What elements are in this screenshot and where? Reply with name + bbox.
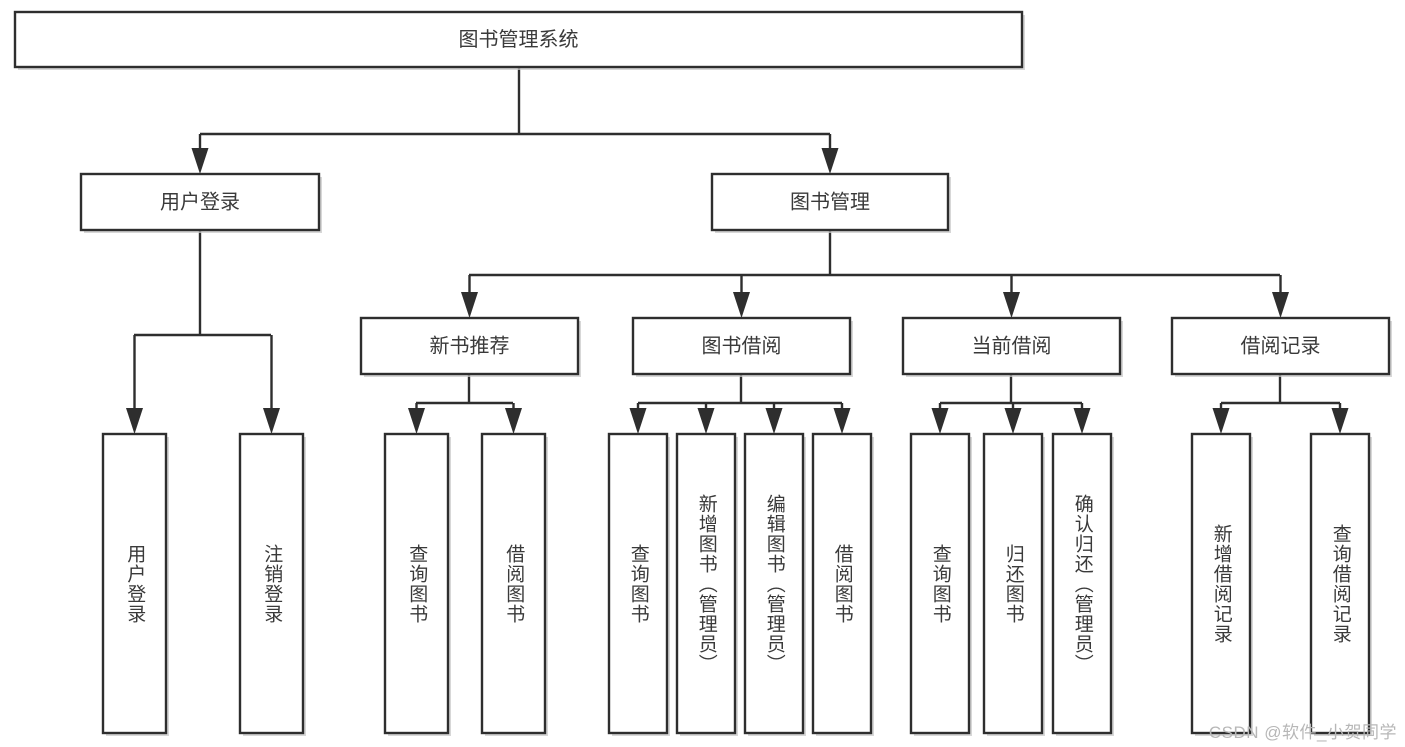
connector-root-to-level1 <box>191 67 839 174</box>
node-new-book-recommend[interactable] <box>359 316 581 377</box>
connector-recommend-to-leaves <box>408 374 522 434</box>
node-label-user-login: 用户登录 <box>160 190 240 213</box>
node-leaf-edit-book[interactable] <box>743 432 806 736</box>
node-leaf-add-borrow-record[interactable] <box>1190 432 1253 736</box>
connector-borrow-to-leaves <box>629 374 851 434</box>
node-label-new-book-recommend: 新书推荐 <box>430 334 510 357</box>
node-leaf-logout[interactable] <box>238 432 306 736</box>
node-book-management[interactable] <box>710 172 951 233</box>
node-user-login[interactable] <box>79 172 322 233</box>
node-label-borrow-record: 借阅记录 <box>1241 334 1321 357</box>
node-leaf-query-borrow-record[interactable] <box>1309 432 1372 736</box>
node-label-book-borrow: 图书借阅 <box>702 334 782 357</box>
node-leaf-add-book[interactable] <box>675 432 738 736</box>
node-label-book-management: 图书管理 <box>790 190 870 213</box>
node-leaf-return-book[interactable] <box>982 432 1045 736</box>
node-borrow-record[interactable] <box>1170 316 1392 377</box>
node-layer <box>13 10 1392 736</box>
node-leaf-borrow-book-recommend[interactable] <box>480 432 548 736</box>
node-root[interactable] <box>13 10 1025 70</box>
node-leaf-user-login[interactable] <box>101 432 169 736</box>
node-current-borrow[interactable] <box>901 316 1123 377</box>
connector-layer <box>126 67 1349 434</box>
node-label-current-borrow: 当前借阅 <box>972 334 1052 357</box>
connector-current-to-leaves <box>931 374 1091 434</box>
csdn-watermark: CSDN @软件_小贺同学 <box>1208 723 1397 742</box>
node-leaf-confirm-return[interactable] <box>1051 432 1114 736</box>
connector-bookmgmt-to-level2 <box>461 230 1289 318</box>
connector-userlogin-to-leaves <box>126 230 280 434</box>
node-book-borrow[interactable] <box>631 316 853 377</box>
node-leaf-borrow-book[interactable] <box>811 432 874 736</box>
node-label-root: 图书管理系统 <box>459 28 579 51</box>
node-leaf-query-book-current[interactable] <box>909 432 972 736</box>
node-leaf-query-book-recommend[interactable] <box>383 432 451 736</box>
node-leaf-query-book-borrow[interactable] <box>607 432 670 736</box>
connector-record-to-leaves <box>1212 374 1349 434</box>
